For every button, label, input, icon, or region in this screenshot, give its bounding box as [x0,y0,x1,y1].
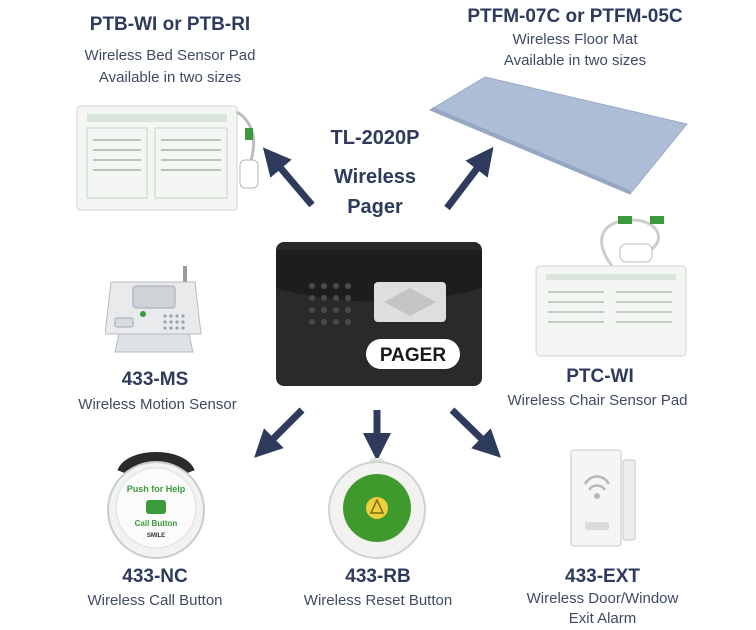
bed-sensor-pad-image [76,105,259,211]
floor-mat-desc: Wireless Floor Mat [512,31,638,48]
chair-pad-desc: Wireless Chair Sensor Pad [507,392,688,409]
arrow-to-door-alarm [449,407,502,458]
arrow-to-bed-pad [262,147,315,208]
bed-pad-sizes: Available in two sizes [98,69,242,86]
pager-case-label: PAGER [380,345,446,366]
motion-sensor-image [105,266,202,353]
pager-case-image: PAGER [276,242,482,386]
arrow-to-call-button [254,407,305,458]
center-model: TL-2020P [330,127,420,149]
floor-mat-image [428,76,688,195]
door-alarm-desc-2: Exit Alarm [568,610,637,627]
motion-desc: Wireless Motion Sensor [78,396,237,413]
arrow-to-floor-mat [444,146,494,211]
call-button-label-bottom: Call Button [135,519,178,528]
floor-mat-sizes: Available in two sizes [503,52,647,69]
reset-button-image [328,458,426,559]
bed-pad-model: PTB-WI or PTB-RI [89,14,251,35]
bed-pad-desc: Wireless Bed Sensor Pad [84,47,256,64]
chair-sensor-pad-image [535,216,687,357]
call-button-brand: SMILE [147,533,165,539]
floor-mat-model: PTFM-07C or PTFM-05C [467,6,683,27]
call-button-desc: Wireless Call Button [87,592,223,609]
center-line1: Wireless [333,166,417,188]
call-button-image: Push for Help Call Button SMILE [107,452,205,559]
door-alarm-desc: Wireless Door/Window [526,590,679,607]
door-alarm-model: 433-EXT [565,566,640,587]
call-button-label-top: Push for Help [127,484,186,494]
motion-model: 433-MS [121,369,189,390]
call-button-model: 433-NC [122,566,188,587]
door-alarm-image [570,449,636,547]
reset-button-desc: Wireless Reset Button [303,592,453,609]
center-line2: Pager [347,196,403,218]
chair-pad-model: PTC-WI [566,366,634,387]
reset-button-model: 433-RB [345,566,411,587]
